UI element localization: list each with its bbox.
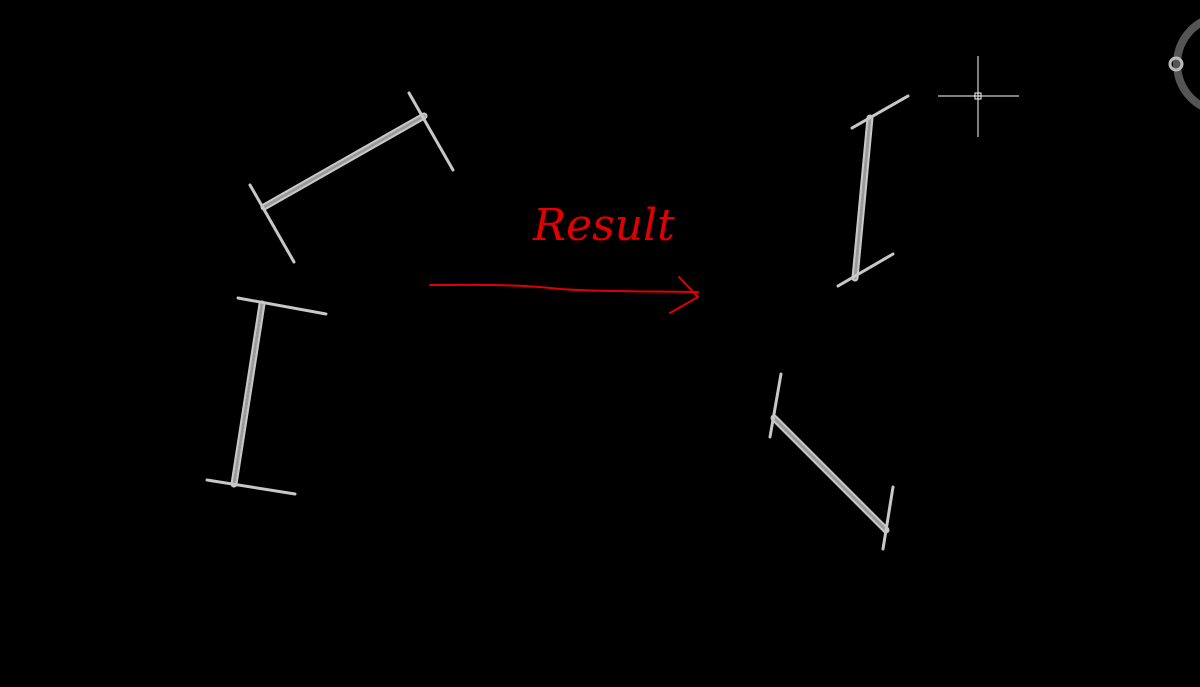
ibeam-original-lower[interactable] — [205, 296, 328, 496]
ibeam-original-upper[interactable] — [248, 91, 455, 264]
view-cube-ring-icon[interactable] — [1168, 16, 1200, 112]
result-label: Result — [532, 200, 675, 251]
crosshair-cursor-icon — [938, 56, 1019, 137]
ibeam-result-upper[interactable] — [836, 94, 910, 288]
ibeam-result-lower[interactable] — [768, 372, 895, 551]
result-arrow — [429, 276, 699, 314]
